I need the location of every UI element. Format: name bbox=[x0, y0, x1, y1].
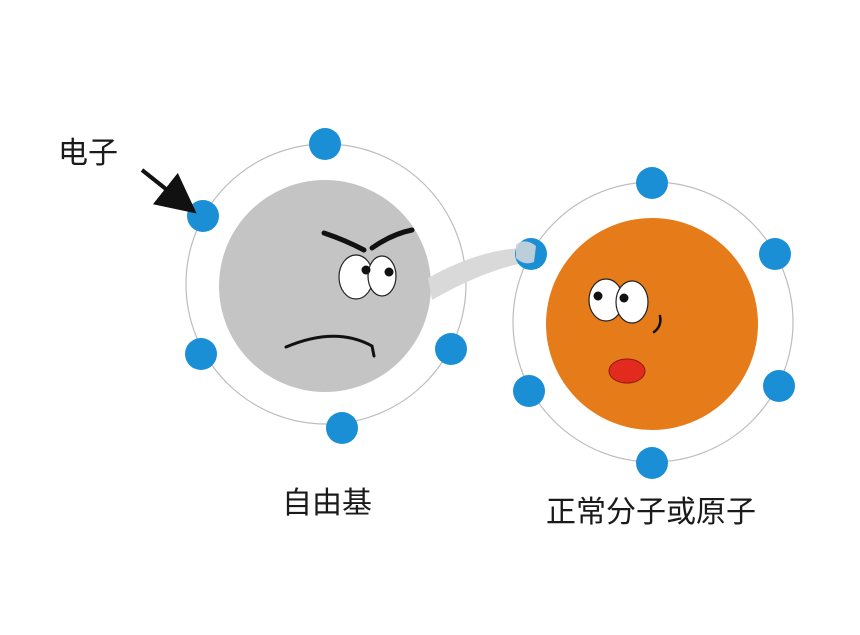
radical-grab-arm bbox=[428, 248, 528, 300]
molecule-body bbox=[546, 218, 758, 430]
radical-body bbox=[219, 180, 431, 392]
radical-grab-hand bbox=[516, 241, 536, 264]
radical-electron bbox=[435, 333, 467, 365]
molecule-electron bbox=[636, 167, 668, 199]
normal-molecule-group bbox=[512, 167, 795, 479]
normal-molecule-label: 正常分子或原子 bbox=[546, 495, 756, 530]
radical-left-brow bbox=[321, 230, 367, 253]
radical-left-pupil bbox=[361, 265, 371, 275]
radical-right-pupil bbox=[384, 267, 394, 277]
molecule-mouth bbox=[608, 358, 646, 384]
molecule-right-eye bbox=[615, 280, 649, 324]
free-radical-group bbox=[185, 128, 528, 444]
molecule-electron bbox=[759, 238, 791, 270]
molecule-electron bbox=[636, 447, 668, 479]
arrow-icon bbox=[140, 168, 197, 214]
radical-frown bbox=[284, 334, 376, 358]
radical-electron bbox=[326, 412, 358, 444]
radical-right-brow bbox=[369, 227, 415, 251]
free-radical-label: 自由基 bbox=[282, 486, 372, 521]
radical-electron bbox=[185, 338, 217, 370]
electron-label: 电子 bbox=[58, 136, 118, 171]
molecule-right-pupil bbox=[619, 293, 629, 303]
radical-electron bbox=[187, 200, 219, 232]
radical-electron bbox=[309, 128, 341, 160]
molecule-cheek-line bbox=[652, 314, 662, 334]
molecule-electron bbox=[763, 370, 795, 402]
radical-right-eye bbox=[367, 255, 397, 297]
molecule-left-pupil bbox=[593, 291, 603, 301]
molecule-electron bbox=[513, 375, 545, 407]
